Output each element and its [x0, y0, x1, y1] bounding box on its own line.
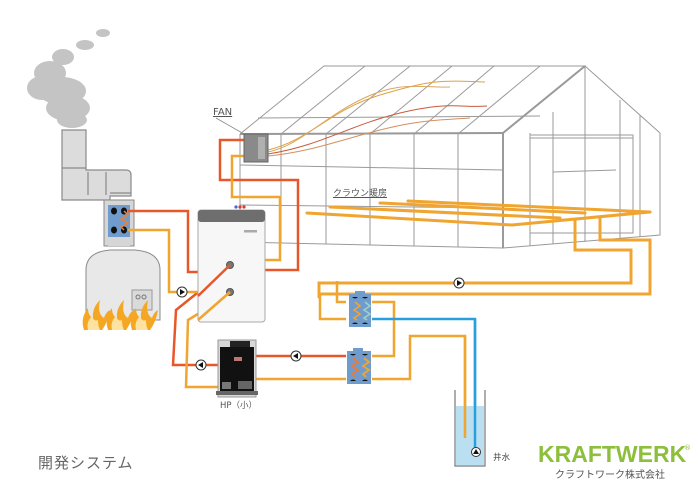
exhaust-heat-exchanger [103, 199, 135, 247]
roof-rafter [280, 65, 366, 135]
chimney [61, 129, 132, 201]
heat-pump-label: HP（小） [220, 401, 258, 411]
heat-exchanger-lower [347, 348, 371, 384]
fan-label: FAN [213, 107, 233, 118]
pipes-warm [128, 154, 467, 440]
pipe-lower-ex-to-well [372, 334, 467, 440]
company-name: クラフトワーク株式会社 [555, 470, 665, 481]
pipe-upper-ex-to-lower-ex [372, 300, 396, 358]
flame-icon [106, 300, 134, 330]
pump-icon [290, 350, 302, 362]
roof-rafter [413, 65, 495, 135]
heat-exchanger-upper [349, 291, 372, 327]
roof-rafter [457, 65, 541, 135]
flame-icon [130, 300, 158, 330]
door-rail [552, 169, 617, 173]
well [454, 319, 486, 467]
greenhouse-gable [502, 65, 661, 134]
storage-tank [197, 205, 266, 323]
greenhouse-door [529, 134, 634, 234]
pump-icon [176, 286, 188, 298]
roof-rafter [369, 65, 453, 135]
pipe-boiler-to-tank-hot [128, 209, 198, 274]
roof-rafter [325, 65, 411, 135]
crown-heating-label: クラウン暖房 [333, 189, 388, 199]
crown-heating-pipes [305, 199, 652, 299]
flames [82, 300, 158, 330]
well-pump-icon [471, 447, 481, 457]
brand-logo: KRAFTWERK [538, 441, 687, 467]
pipe-fan-supply-hot [218, 138, 300, 272]
pipe-crown-supply [335, 281, 346, 304]
well-water-label: 井水 [493, 453, 511, 463]
smoke [27, 29, 110, 128]
wall-rail [239, 164, 504, 171]
boiler-control-panel [131, 289, 153, 311]
heat-pump [216, 339, 258, 398]
pipe-fan-return [230, 154, 282, 262]
roof-purlin [257, 115, 541, 119]
airflow-lines [267, 80, 488, 157]
pump-icon [453, 277, 465, 289]
diagram-title: 開発システム [38, 454, 134, 472]
tank-internal-pipes [197, 264, 231, 321]
greenhouse-end-wall [502, 133, 661, 249]
fan-heater [215, 117, 269, 163]
pipe-upper-ex-to-crown [318, 294, 346, 321]
pump-icon [195, 359, 207, 371]
registered-mark: ® [684, 444, 691, 452]
flame-icon [82, 300, 110, 330]
chimney-pipe [61, 129, 132, 201]
greenhouse-ridge-strong [502, 65, 586, 134]
greenhouse-roof-front [239, 65, 587, 135]
